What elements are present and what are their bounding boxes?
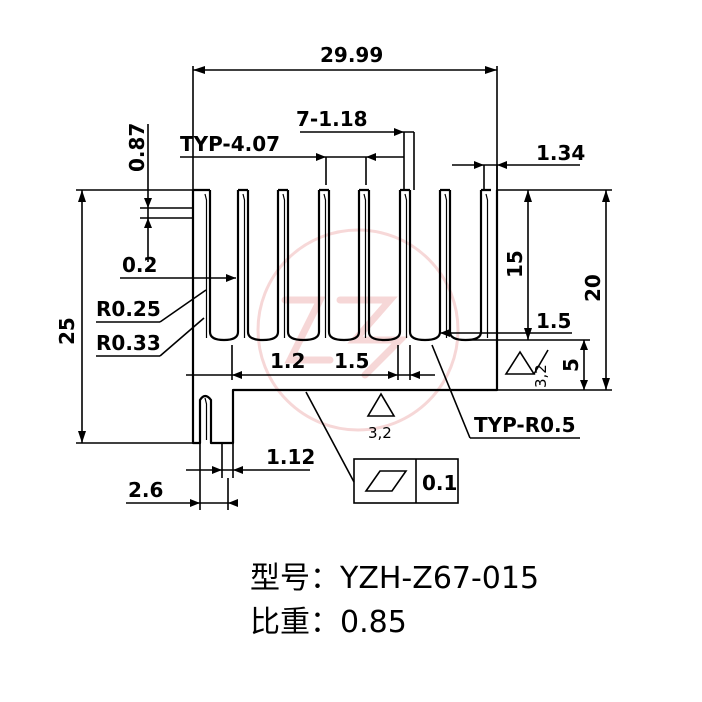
dim-fin-height: 15 (503, 250, 527, 278)
surface-finish-right: 3,2 (504, 349, 550, 388)
dim-gap: 0.2 (122, 253, 157, 277)
model-row: 型号：YZH-Z67-015 (250, 553, 539, 597)
dim-slot-width: 1.12 (266, 445, 315, 469)
dim-overall-width: 29.99 (320, 43, 383, 67)
dimension-labels: 29.99 7-1.18 TYP-4.07 1.34 0.87 25 15 20… (55, 43, 605, 502)
dim-root-radius: TYP-R0.5 (474, 413, 576, 437)
tolerance-frame: 0.1 (353, 458, 459, 504)
dim-total-height-right: 20 (581, 274, 605, 302)
dim-total-height-left: 25 (55, 317, 79, 345)
dimension-lines (76, 66, 612, 510)
model-label: 型号： (250, 561, 340, 596)
dim-radius-1: R0.25 (96, 297, 161, 321)
weight-value: 0.85 (340, 605, 407, 640)
surface-finish-bottom-value: 3,2 (368, 424, 392, 442)
weight-row: 比重：0.85 (250, 597, 407, 641)
dim-fin-pitch: TYP-4.07 (180, 132, 280, 156)
dim-radius-2: R0.33 (96, 331, 161, 355)
dim-base-thickness: 5 (559, 358, 583, 372)
tolerance-value: 0.1 (422, 471, 457, 495)
flatness-parallelogram-icon (364, 470, 408, 492)
model-value: YZH-Z67-015 (340, 561, 540, 596)
dim-tab-width: 2.6 (128, 478, 163, 502)
dim-right-edge: 1.34 (536, 141, 585, 165)
heatsink-profile (191, 188, 499, 445)
dim-top-offset: 0.87 (125, 123, 149, 172)
dim-step-mid: 1.5 (334, 349, 369, 373)
dim-fin-thickness: 7-1.18 (296, 107, 368, 131)
surface-finish-right-value: 3,2 (532, 364, 550, 388)
surface-finish-bottom: 3,2 (366, 392, 396, 442)
dim-step-left: 1.2 (270, 349, 305, 373)
dim-base-gap: 1.5 (536, 309, 571, 333)
weight-label: 比重： (250, 605, 340, 640)
